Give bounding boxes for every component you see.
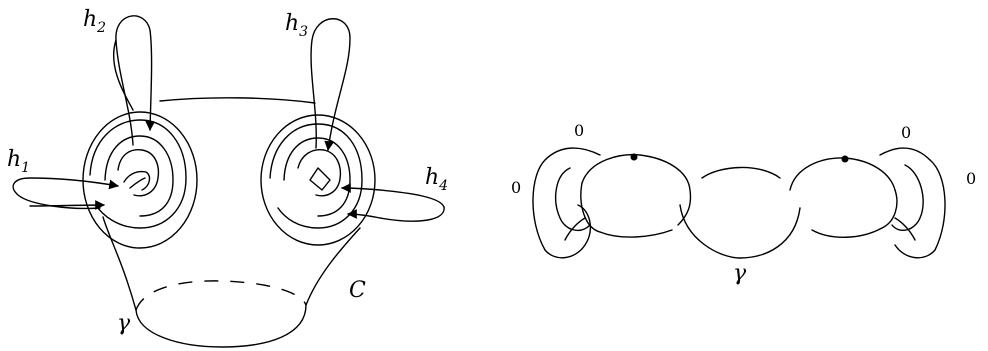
left-core-strand [129,177,146,189]
dotted-circle-right [789,157,896,191]
dot-right [841,155,849,163]
framing-right: 0 [966,169,976,188]
surface-top-edge [159,97,316,104]
boundary-front-arc [135,304,307,348]
right-core-loop [297,148,342,197]
dotted-circle-left [581,153,692,226]
handle-h4-arc-b [341,183,445,208]
left-knot-outer [532,159,592,259]
dotted-circle-left-bottom [599,229,673,238]
boundary-back-arc [135,280,307,311]
left-outer-ring [82,111,198,249]
left-handle-region [82,111,198,249]
left-inner-ring [104,135,174,217]
label-h4: h4 [425,165,448,194]
left-knot-top [544,147,601,161]
surface-right-side [305,227,361,306]
framing-top-left: 0 [574,121,584,140]
right-knot-inner [891,164,924,232]
label-gamma-left: γ [117,311,131,336]
left-knot-arc [564,217,586,241]
left-core-knot [123,170,151,191]
gamma-connector-right [881,189,898,229]
right-outer-ring [260,114,376,246]
right-knot-outer [894,159,946,259]
handle-h1-arc-b [29,200,105,210]
label-h3: h3 [285,11,308,40]
handle-h2-arc-b [112,39,134,111]
handle-h1-arc-a [12,177,119,210]
handle-h3-arc-a [310,18,351,151]
right-handle-region [260,114,376,246]
left-mid-ring [89,119,187,229]
left-knot-inner [554,167,591,232]
right-knot-top [879,147,931,161]
gamma-connector-left [580,182,601,233]
label-c: C [349,278,366,303]
gamma-curve-bottom [679,204,801,259]
left-core-loop [117,148,160,197]
gamma-curve-top [701,166,781,179]
right-mid-ring [269,123,363,229]
label-h1: h1 [7,147,30,176]
right-core-knot [309,167,331,191]
right-inner-ring [283,137,351,217]
label-h2: h2 [83,7,106,36]
label-gamma-right: γ [733,261,747,286]
framing-top-right: 0 [901,123,911,142]
dotted-circle-right-bottom [811,227,883,238]
right-kirby-diagram: 0 0 0 0 γ [511,121,976,286]
left-surface-figure: h2 h3 h1 h4 C γ [7,7,448,348]
right-knot-arc [894,217,916,241]
handle-h4-arc-a [347,206,445,222]
handle-h2-arc-a [115,15,156,146]
framing-left: 0 [511,178,521,197]
dot-left [630,153,638,161]
surface-left-side [102,216,137,311]
